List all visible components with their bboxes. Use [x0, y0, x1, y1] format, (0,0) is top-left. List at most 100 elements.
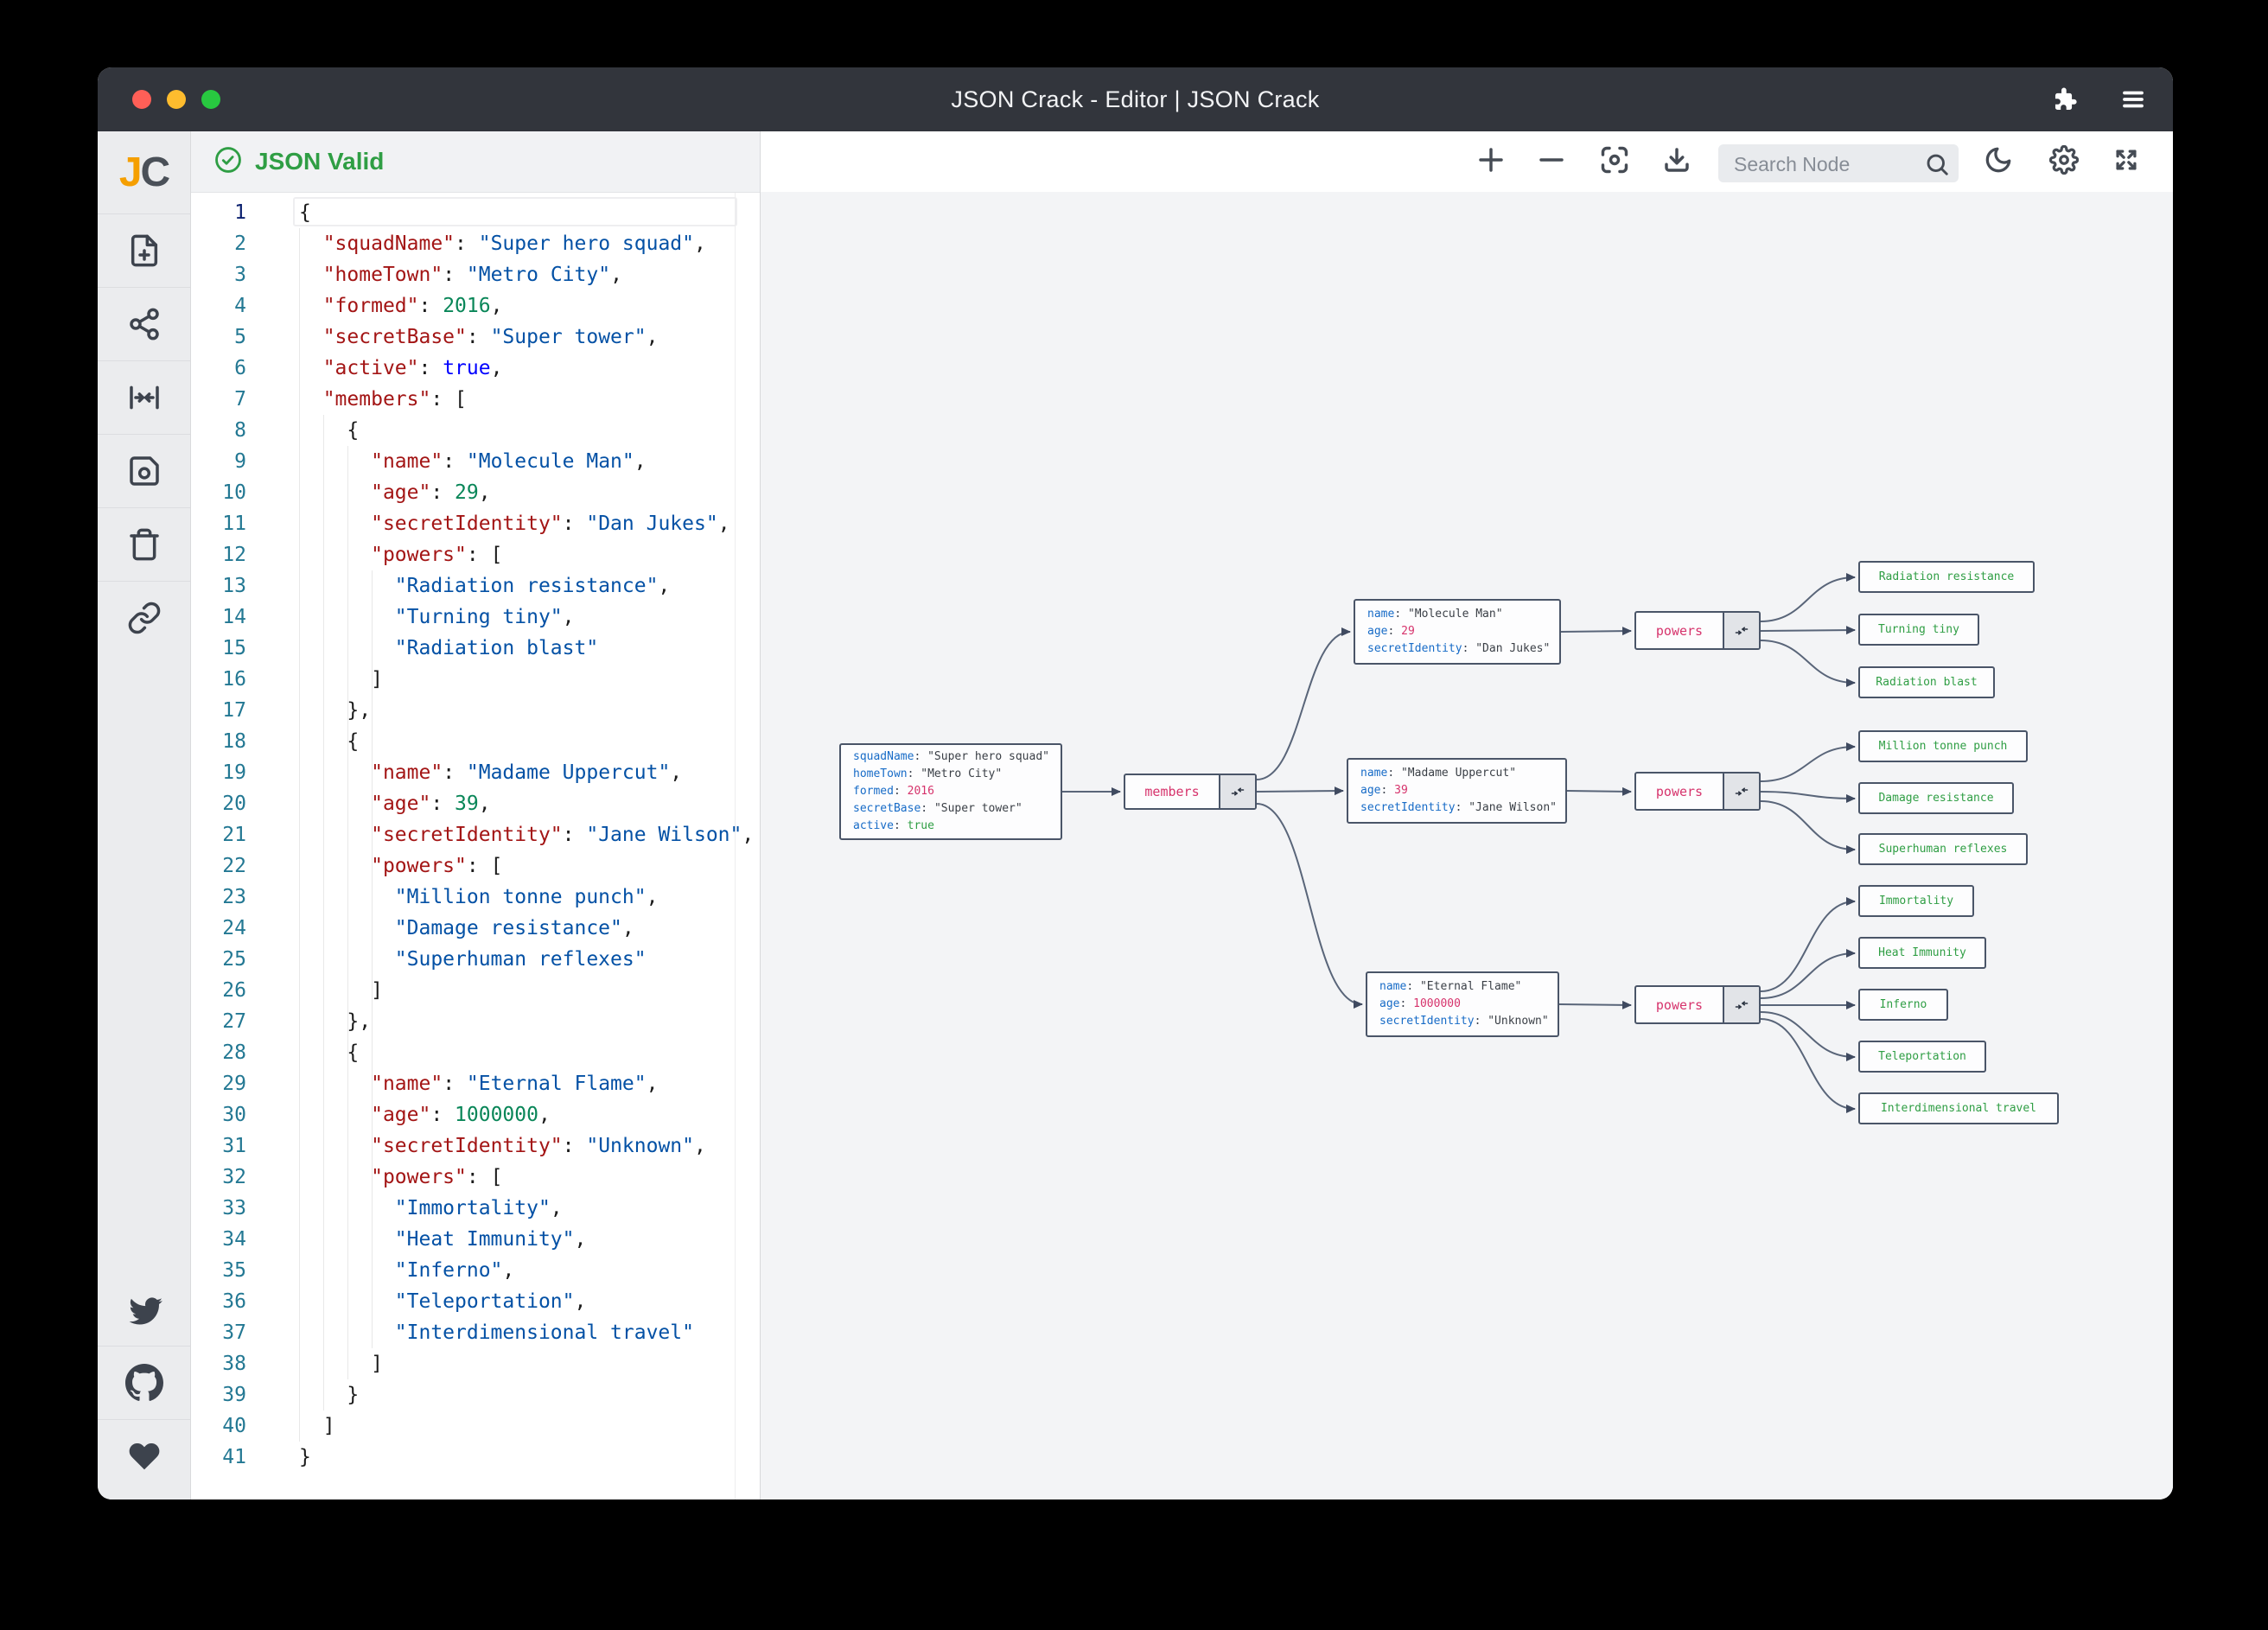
download-image-button[interactable]: [1658, 143, 1696, 181]
minimize-window-button[interactable]: [167, 90, 186, 109]
editor-line: 16 ]: [191, 664, 760, 695]
line-content: "name": "Molecule Man",: [371, 450, 647, 473]
line-content: "name": "Eternal Flame",: [371, 1073, 659, 1095]
editor-line: 18 {: [191, 726, 760, 757]
graph-node-root[interactable]: squadName: "Super hero squad"homeTown: "…: [839, 743, 1062, 840]
editor-line: 37 "Interdimensional travel": [191, 1317, 760, 1348]
editor-line: 15 "Radiation blast": [191, 633, 760, 664]
graph-node-l5[interactable]: Damage resistance: [1858, 782, 2014, 814]
editor-line: 12 "powers": [: [191, 539, 760, 570]
graph-node-l4[interactable]: Million tonne punch: [1858, 730, 2028, 762]
indent-guide: [323, 415, 324, 1410]
sidebar-item-twitter[interactable]: [98, 1273, 190, 1346]
sidebar-item-collapse-width[interactable]: [98, 360, 190, 434]
graph-canvas[interactable]: squadName: "Super hero squad"homeTown: "…: [761, 192, 2173, 1499]
focus-view-button[interactable]: [1596, 143, 1634, 181]
editor-line: 26 ]: [191, 975, 760, 1006]
line-content: "Interdimensional travel": [394, 1321, 694, 1344]
sidebar-item-delete[interactable]: [98, 507, 190, 581]
line-content: {: [299, 419, 360, 442]
line-number: 24: [222, 917, 246, 939]
graph-node-p1[interactable]: powers: [1634, 611, 1761, 650]
line-number: 12: [222, 544, 246, 566]
line-content: "Inferno",: [394, 1259, 515, 1282]
collapse-node-button[interactable]: [1723, 987, 1759, 1022]
new-document-icon: [127, 233, 162, 268]
editor-line: 33 "Immortality",: [191, 1193, 760, 1224]
json-code-editor[interactable]: 1{2 "squadName": "Super hero squad",3 "h…: [191, 193, 760, 1499]
fullscreen-button[interactable]: [2107, 143, 2145, 181]
graph-node-l3[interactable]: Radiation blast: [1858, 666, 1995, 698]
window-title: JSON Crack - Editor | JSON Crack: [951, 86, 1320, 112]
line-content: }: [299, 1446, 311, 1468]
editor-line: 27 },: [191, 1006, 760, 1037]
editor-line: 5 "secretBase": "Super tower",: [191, 322, 760, 353]
graph-node-l7[interactable]: Immortality: [1858, 885, 1974, 917]
editor-line: 1{: [191, 197, 760, 228]
graph-node-p2[interactable]: powers: [1634, 772, 1761, 811]
line-content: "squadName": "Super hero squad",: [322, 232, 706, 255]
line-content: {: [299, 1041, 360, 1064]
graph-node-l10[interactable]: Teleportation: [1858, 1041, 1986, 1073]
line-number: 14: [222, 606, 246, 628]
editor-line: 38 ]: [191, 1348, 760, 1379]
download-icon: [1661, 144, 1692, 180]
zoom-out-button[interactable]: [1532, 143, 1570, 181]
zoom-in-button[interactable]: [1472, 143, 1510, 181]
collapse-node-button[interactable]: [1723, 613, 1759, 648]
indent-guide: [299, 228, 300, 1442]
collapse-node-button[interactable]: [1219, 775, 1255, 808]
graph-node-p3[interactable]: powers: [1634, 985, 1761, 1024]
sidebar-item-share-link[interactable]: [98, 581, 190, 654]
editor-line: 39 }: [191, 1379, 760, 1410]
indent-guide: [347, 446, 348, 1379]
line-content: ]: [299, 1353, 383, 1375]
graph-node-l9[interactable]: Inferno: [1858, 989, 1948, 1021]
heart-icon: [127, 1439, 162, 1474]
sidebar-item-graph-view[interactable]: [98, 287, 190, 360]
close-window-button[interactable]: [132, 90, 151, 109]
search-node-input[interactable]: [1732, 144, 1917, 184]
graph-node-members[interactable]: members: [1124, 774, 1257, 810]
sidebar-item-sponsor[interactable]: [98, 1419, 190, 1493]
line-content: ]: [299, 668, 383, 691]
line-content: },: [299, 699, 372, 722]
extension-puzzle-icon[interactable]: [2048, 82, 2083, 117]
graph-node-l2[interactable]: Turning tiny: [1858, 614, 1979, 646]
menu-icon[interactable]: [2116, 82, 2150, 117]
line-number: 1: [234, 201, 246, 224]
link-icon: [127, 601, 162, 635]
graph-node-l6[interactable]: Superhuman reflexes: [1858, 833, 2028, 865]
line-number: 34: [222, 1228, 246, 1251]
line-content: "active": true,: [322, 357, 503, 379]
graph-node-l1[interactable]: Radiation resistance: [1858, 561, 2035, 593]
line-content: "age": 39,: [371, 793, 491, 815]
maximize-window-button[interactable]: [201, 90, 220, 109]
line-number: 27: [222, 1010, 246, 1033]
sidebar-item-new-document[interactable]: [98, 213, 190, 287]
sidebar-item-save[interactable]: [98, 434, 190, 507]
dark-mode-button[interactable]: [1979, 143, 2017, 181]
editor-line: 7 "members": [: [191, 384, 760, 415]
line-number: 18: [222, 730, 246, 753]
graph-node-l8[interactable]: Heat Immunity: [1858, 937, 1986, 969]
editor-line: 40 ]: [191, 1410, 760, 1442]
line-content: "powers": [: [371, 544, 503, 566]
sidebar-item-github[interactable]: [98, 1346, 190, 1419]
graph-node-l11[interactable]: Interdimensional travel: [1858, 1092, 2059, 1124]
editor-line: 10 "age": 29,: [191, 477, 760, 508]
line-number: 17: [222, 699, 246, 722]
settings-button[interactable]: [2045, 143, 2083, 181]
collapse-node-button[interactable]: [1723, 774, 1759, 809]
line-number: 36: [222, 1290, 246, 1313]
current-line-highlight: [293, 197, 737, 226]
trash-icon: [127, 527, 162, 562]
editor-line: 30 "age": 1000000,: [191, 1099, 760, 1130]
search-icon[interactable]: [1924, 151, 1950, 181]
editor-line: 23 "Million tonne punch",: [191, 882, 760, 913]
node-label: members: [1144, 784, 1200, 799]
